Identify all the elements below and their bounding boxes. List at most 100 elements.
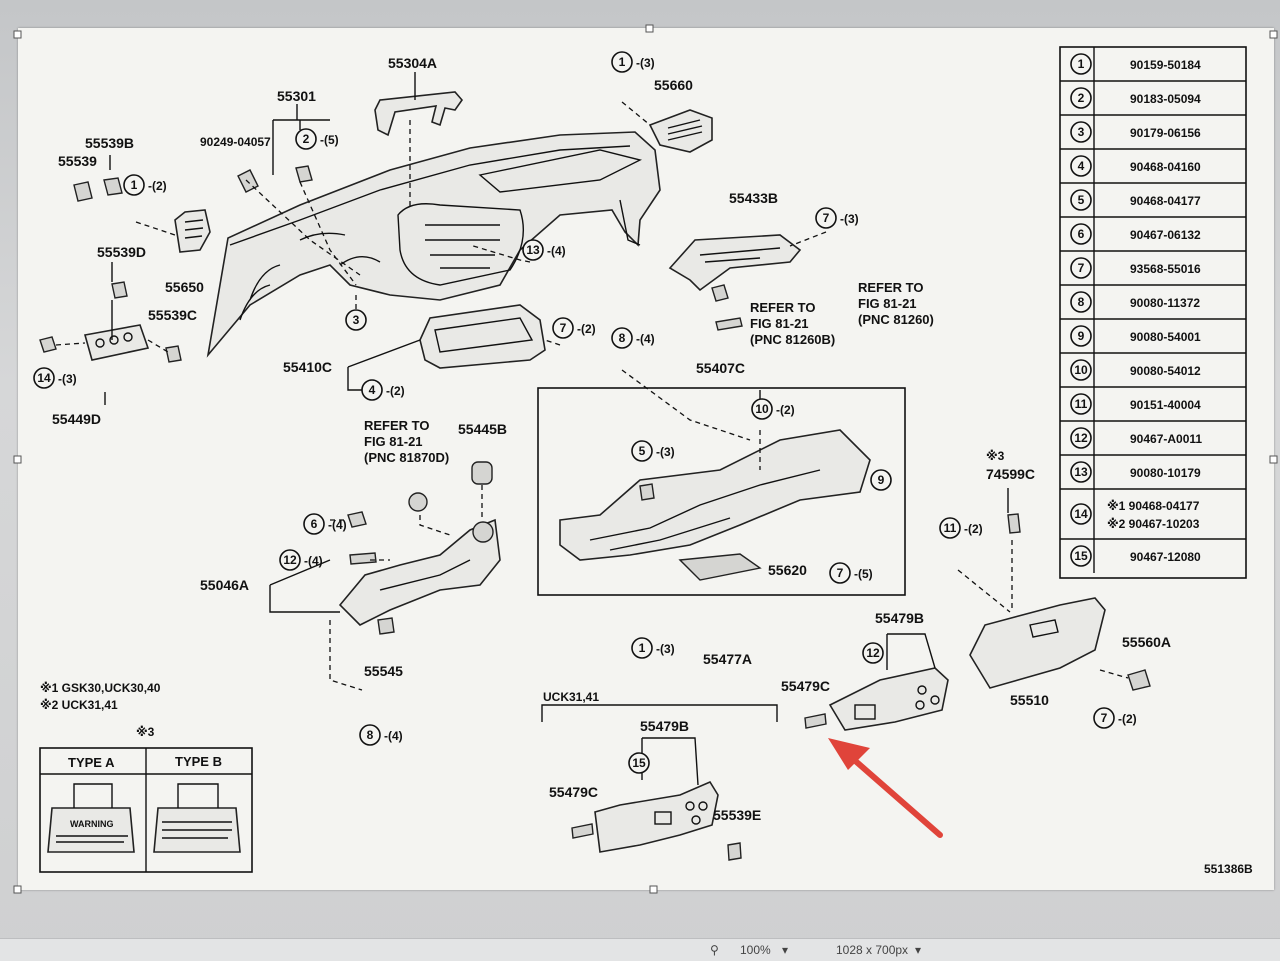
label-90249: 90249-04057: [200, 135, 271, 149]
part-55304A: [374, 91, 464, 210]
table-part-number: 90467-12080: [1130, 550, 1201, 564]
callout-quantity: -(2): [964, 522, 983, 536]
chevron-down-icon[interactable]: ▾: [782, 943, 789, 957]
callout-number: 12: [283, 553, 297, 567]
table-part-number: ※1 90468-04177: [1107, 499, 1200, 513]
table-number-circle: [1070, 155, 1092, 177]
table-part-number: ※2 90467-10203: [1107, 517, 1200, 531]
callout-number: 13: [526, 243, 540, 257]
red-arrow-annotation: [828, 738, 943, 838]
zoom-value[interactable]: 100%: [740, 943, 771, 957]
callout-quantity: -(3): [656, 642, 675, 656]
table-number: 9: [1078, 329, 1085, 343]
callout-circle: [345, 309, 367, 331]
callout-number: 8: [619, 331, 626, 345]
callout-number: 11: [944, 521, 957, 535]
uck-group: [541, 704, 778, 861]
callout-quantity: -(2): [386, 384, 405, 398]
callout-quantity: -(4): [636, 332, 655, 346]
table-part-number: 93568-55016: [1130, 262, 1201, 276]
label-55545: 55545: [364, 663, 403, 679]
table-number-circle: [1070, 291, 1092, 313]
table-part-number: 90468-04177: [1130, 194, 1201, 208]
callout-quantity: -(3): [840, 212, 859, 226]
callout-number: 7: [560, 321, 567, 335]
part-55046A: [329, 461, 501, 691]
mark-3-a: ※3: [986, 449, 1005, 463]
callout-quantity: -(2): [776, 403, 795, 417]
label-55539D: 55539D: [97, 244, 146, 260]
label-55449D: 55449D: [52, 411, 101, 427]
part-55479B-upper: [804, 633, 949, 731]
table-number: 7: [1078, 261, 1085, 275]
callout-number: 10: [755, 402, 769, 416]
label-55477A: 55477A: [703, 651, 752, 667]
callout-quantity: -(2): [577, 322, 596, 336]
table-number: 3: [1078, 125, 1085, 139]
table-number: 14: [1074, 507, 1088, 521]
table-number-circle: [1070, 223, 1092, 245]
callout-circle: [123, 174, 145, 196]
table-part-number: 90151-40004: [1130, 398, 1201, 412]
table-number-circle: [1070, 359, 1092, 381]
callout-number: 4: [369, 383, 376, 397]
part-55650: [174, 209, 211, 253]
label-55620: 55620: [768, 562, 807, 578]
label-55433B: 55433B: [729, 190, 778, 206]
table-number-circle: [1070, 427, 1092, 449]
label-55539C: 55539C: [148, 307, 197, 323]
label-55539B: 55539B: [85, 135, 134, 151]
table-number: 12: [1074, 431, 1088, 445]
label-55479C-b: 55479C: [549, 784, 598, 800]
table-part-number: 90467-06132: [1130, 228, 1201, 242]
warning-label: WARNING: [70, 819, 114, 829]
callout-number: 3: [353, 313, 360, 327]
note-2: ※2 UCK31,41: [40, 698, 118, 712]
callout-quantity: -(2): [148, 179, 167, 193]
callout-circle: [815, 207, 837, 229]
table-part-number: 90080-11372: [1130, 296, 1200, 310]
chevron-down-icon[interactable]: ▾: [915, 943, 922, 957]
label-55304A: 55304A: [388, 55, 437, 71]
instrument-panel-drawing: [206, 131, 661, 358]
table-number-circle: [1070, 545, 1092, 567]
table-part-number: 90183-05094: [1130, 92, 1201, 106]
callout-number: 9: [878, 473, 885, 487]
callout-circle: [303, 513, 325, 535]
label-55560A: 55560A: [1122, 634, 1171, 650]
table-number-circle: [1070, 53, 1092, 75]
callout-number: 5: [639, 444, 646, 458]
part-55660: [621, 101, 713, 153]
mark-3-b: ※3: [136, 725, 155, 739]
part-labels: 55304A 55301 90249-04057 55660 55539B 55…: [40, 55, 1253, 876]
callout-number: 1: [131, 178, 138, 192]
callout-number: 8: [367, 728, 374, 742]
callout-circle: [552, 317, 574, 339]
label-55445B: 55445B: [458, 421, 507, 437]
ref3-line1: REFER TO: [364, 418, 430, 433]
table-part-number: 90467-A0011: [1130, 432, 1202, 446]
ref2-line1: REFER TO: [750, 300, 816, 315]
zoom-icon[interactable]: ⚲: [710, 943, 719, 957]
callout-circle: [939, 517, 961, 539]
table-part-number: 90179-06156: [1130, 126, 1201, 140]
callout-circle: [33, 367, 55, 389]
table-number-circle: [1070, 189, 1092, 211]
callout-circle: [631, 440, 653, 462]
table-number-circle: [1070, 503, 1092, 525]
label-drawing-no: 551386B: [1204, 862, 1253, 876]
table-number: 11: [1075, 397, 1088, 411]
assembly-box-55407C: [537, 369, 906, 596]
label-55660: 55660: [654, 77, 693, 93]
part-55449D: [39, 324, 169, 361]
label-55510: 55510: [1010, 692, 1049, 708]
label-74599C: 74599C: [986, 466, 1035, 482]
callout-number: 6: [311, 517, 318, 531]
callout-number: 15: [632, 756, 646, 770]
table-number: 15: [1074, 549, 1088, 563]
table-number: 4: [1078, 159, 1085, 173]
part-55410C: [419, 304, 561, 369]
table-part-number: 90080-54001: [1130, 330, 1201, 344]
selection-handles[interactable]: [13, 24, 1278, 894]
